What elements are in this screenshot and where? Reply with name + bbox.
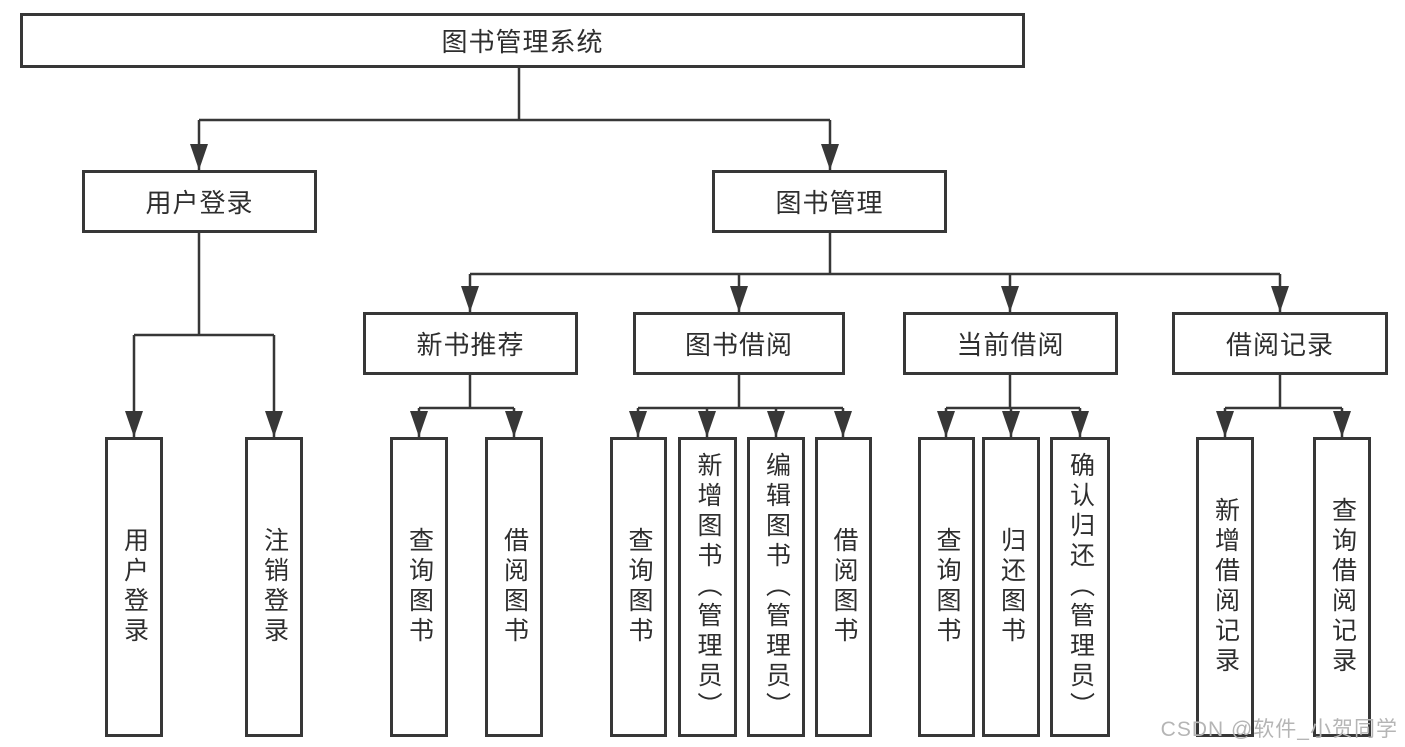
node-leaf-add-borrow-record: 新增借阅记录 <box>1196 437 1254 737</box>
node-library-system: 图书管理系统 <box>20 13 1025 68</box>
node-leaf-confirm-return-admin: 确认归还（管理员） <box>1050 437 1110 737</box>
node-new-book-recommend: 新书推荐 <box>363 312 578 375</box>
node-current-borrow: 当前借阅 <box>903 312 1118 375</box>
node-label: 确认归还（管理员） <box>1066 452 1095 722</box>
node-leaf-logout: 注销登录 <box>245 437 303 737</box>
node-label: 查询图书 <box>933 527 961 647</box>
node-user-login: 用户登录 <box>82 170 317 233</box>
node-label: 查询图书 <box>405 527 434 647</box>
node-book-borrow: 图书借阅 <box>633 312 845 375</box>
node-leaf-query-books-3: 查询图书 <box>918 437 975 737</box>
csdn-watermark: CSDN @软件_小贺同学 <box>1160 718 1398 741</box>
node-leaf-borrow-books-2: 借阅图书 <box>815 437 872 737</box>
node-borrow-records: 借阅记录 <box>1172 312 1388 375</box>
node-leaf-borrow-books-1: 借阅图书 <box>485 437 543 737</box>
node-leaf-user-login: 用户登录 <box>105 437 163 737</box>
node-leaf-query-books-1: 查询图书 <box>390 437 448 737</box>
node-label: 新增图书（管理员） <box>694 452 722 722</box>
node-label: 查询借阅记录 <box>1328 497 1357 677</box>
node-leaf-add-books-admin: 新增图书（管理员） <box>678 437 737 737</box>
node-leaf-query-books-2: 查询图书 <box>610 437 667 737</box>
node-label: 新增借阅记录 <box>1211 497 1240 677</box>
node-label: 用户登录 <box>120 527 149 647</box>
node-book-management: 图书管理 <box>712 170 947 233</box>
node-label: 查询图书 <box>625 527 653 647</box>
node-leaf-query-borrow-record: 查询借阅记录 <box>1313 437 1371 737</box>
node-label: 注销登录 <box>260 527 289 647</box>
node-label: 编辑图书（管理员） <box>762 452 791 722</box>
node-label: 借阅图书 <box>830 527 858 647</box>
node-leaf-return-books: 归还图书 <box>982 437 1040 737</box>
node-label: 归还图书 <box>997 527 1026 647</box>
node-leaf-edit-books-admin: 编辑图书（管理员） <box>747 437 805 737</box>
node-label: 借阅图书 <box>500 527 529 647</box>
